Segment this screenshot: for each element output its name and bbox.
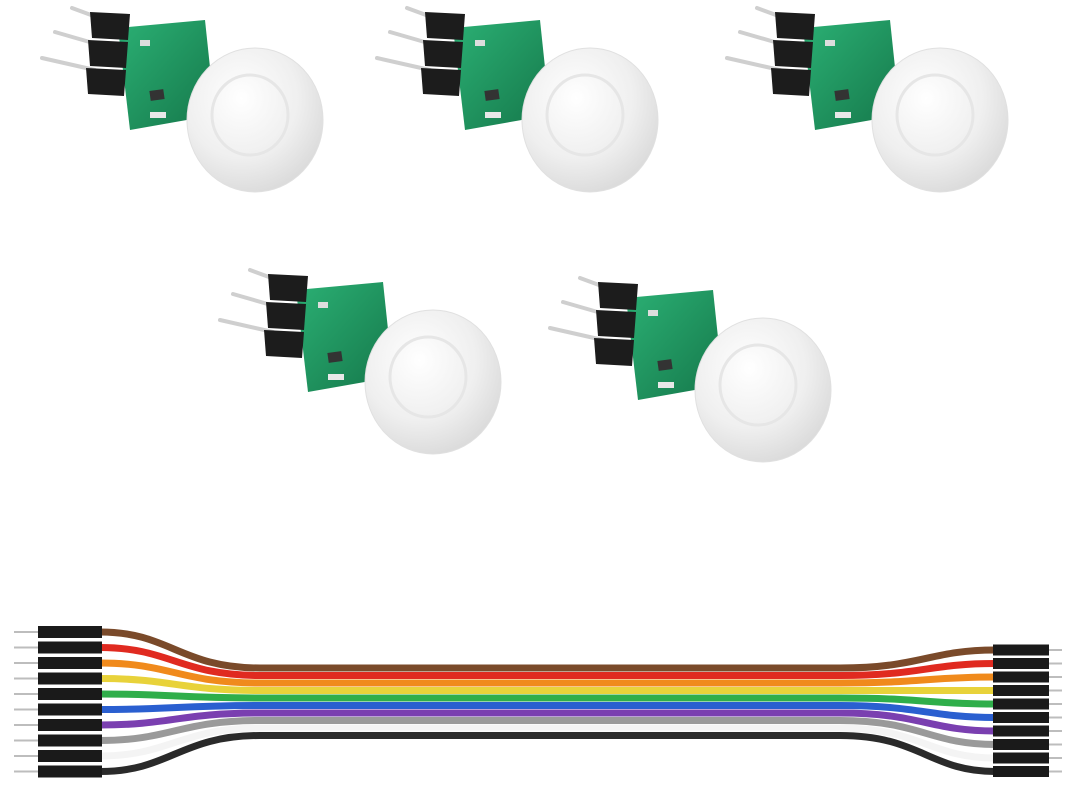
jumper-wire: [99, 732, 996, 775]
jumper-wire: [99, 675, 995, 695]
pir-sensor-module: [548, 276, 833, 464]
sensor-modules: [40, 6, 1010, 464]
male-connector: [38, 641, 102, 654]
jumper-wire: [99, 628, 996, 672]
pir-sensor-module: [40, 6, 325, 194]
pir-sensor-module: [375, 6, 660, 194]
male-connector: [38, 750, 102, 762]
male-connector: [993, 698, 1049, 710]
male-connector: [993, 712, 1049, 723]
jumper-wire: [99, 724, 996, 762]
male-connector: [38, 657, 102, 669]
male-connector: [993, 725, 1049, 737]
male-connector: [38, 672, 102, 685]
male-connector: [38, 765, 102, 778]
male-connector: [993, 685, 1049, 696]
jumper-wire: [99, 709, 996, 735]
male-connector: [38, 734, 102, 747]
male-connector: [993, 752, 1049, 764]
male-connector: [38, 703, 102, 716]
jumper-wire: [99, 659, 996, 687]
male-connector: [38, 626, 102, 638]
jumper-wire: [99, 690, 996, 708]
jumper-wire: [99, 717, 996, 748]
male-connector: [993, 644, 1049, 656]
jumper-cable: [14, 626, 1062, 778]
male-connector: [993, 671, 1049, 683]
pir-sensor-module: [218, 268, 503, 456]
male-connector: [993, 766, 1049, 777]
male-connector: [38, 688, 102, 700]
male-connector: [993, 739, 1049, 750]
male-connector: [993, 658, 1049, 669]
male-connector: [38, 719, 102, 731]
jumper-wire: [99, 702, 996, 721]
pir-sensor-module: [725, 6, 1010, 194]
jumper-wire: [99, 644, 996, 679]
